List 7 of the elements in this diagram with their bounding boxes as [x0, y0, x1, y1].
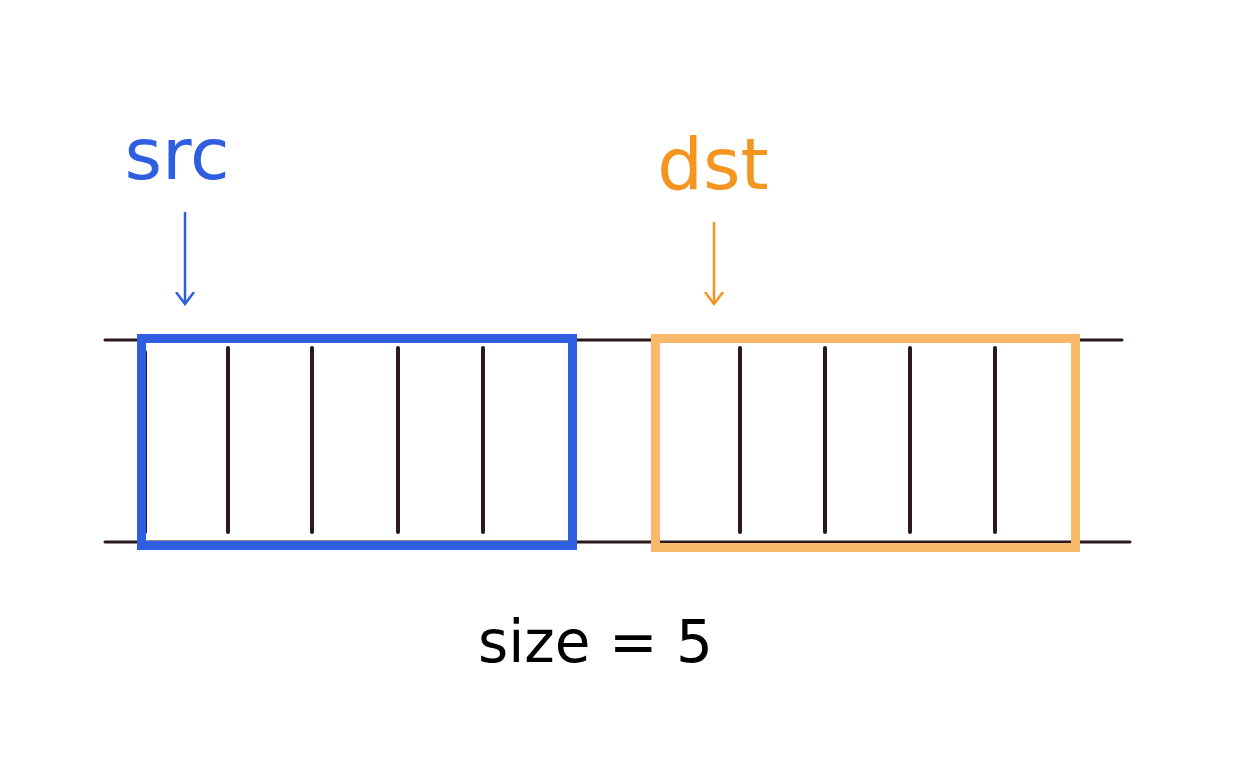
arrow	[703, 222, 725, 306]
arrow	[174, 212, 196, 306]
pointer-label: dst	[656, 128, 770, 200]
destination-range-box	[651, 334, 1080, 552]
size-label: size = 5	[478, 608, 713, 676]
source-range-box	[137, 334, 577, 550]
pointer-label: src	[123, 118, 231, 190]
